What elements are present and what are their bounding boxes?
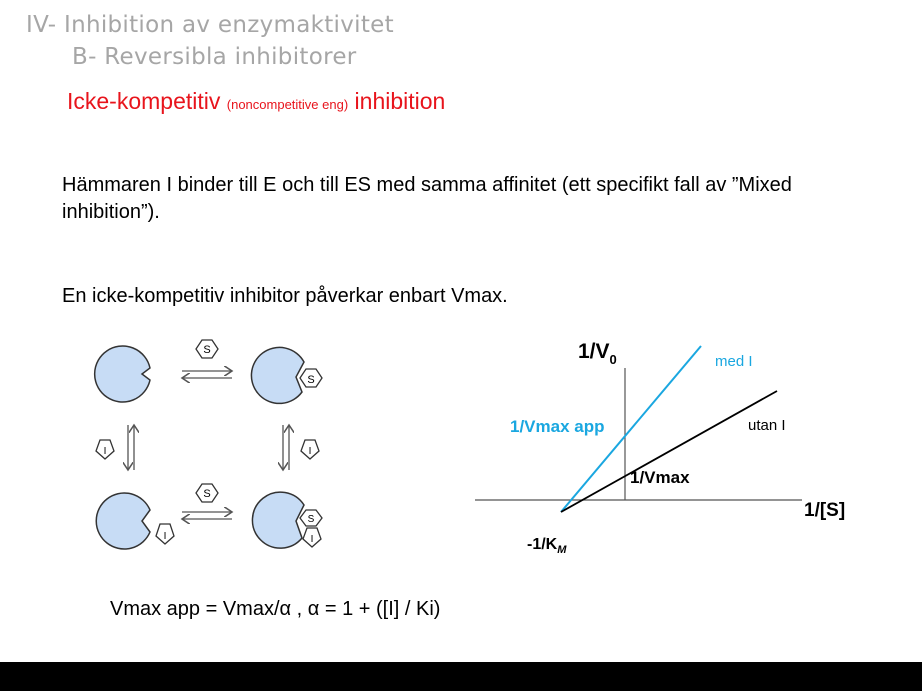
- slide-title: IV- Inhibition av enzymaktivitet: [26, 12, 394, 38]
- substrate-label-top-arrow: S: [203, 344, 210, 356]
- inhibitor-pentagon-esi: [302, 527, 322, 548]
- line-with-inhibitor: [560, 345, 702, 513]
- x-axis-label: 1/[S]: [804, 500, 845, 521]
- topic-heading-end: inhibition: [348, 88, 446, 114]
- substrate-hexagon-bottom-arrow: [195, 483, 219, 503]
- enzyme-inhibitor-complex: [95, 492, 151, 550]
- description-paragraph: Hämmaren I binder till E och till ES med…: [62, 174, 792, 223]
- enzyme-substrate-inhibitor-complex: [251, 491, 305, 549]
- vmax-label: 1/Vmax: [630, 468, 690, 487]
- without-inhibitor-label: utan I: [748, 417, 786, 434]
- inhibitor-pentagon-left: [95, 439, 115, 460]
- vmax-app-label: 1/Vmax app: [510, 417, 605, 436]
- substrate-label-bottom-arrow: S: [203, 488, 210, 500]
- inhibitor-label-right: I: [309, 446, 312, 457]
- inhibitor-label-left: I: [104, 446, 107, 457]
- with-inhibitor-label: med I: [715, 353, 753, 370]
- bottom-black-bar: [0, 662, 922, 691]
- slide-subtitle-section: B- Reversibla inhibitorer: [72, 44, 357, 70]
- y-axis-label: 1/V0: [578, 340, 617, 367]
- x-intercept-label: -1/KM: [527, 536, 567, 556]
- lineweaver-burk-plot: 1/V0 1/[S] -1/KM 1/Vmax 1/Vmax app med I…: [475, 340, 845, 556]
- enzyme-free: [93, 345, 151, 403]
- statement-paragraph: En icke-kompetitiv inhibitor påverkar en…: [62, 285, 508, 307]
- enzyme-substrate-complex: [250, 346, 305, 405]
- line-without-inhibitor: [560, 390, 778, 513]
- substrate-hexagon-es: [299, 368, 323, 388]
- substrate-hexagon-top-arrow: [195, 339, 219, 359]
- topic-heading-main: Icke-kompetitiv: [67, 88, 227, 114]
- substrate-label-es: S: [307, 374, 314, 386]
- vmax-app-formula: Vmax app = Vmax/α , α = 1 + ([I] / Ki): [110, 598, 441, 620]
- inhibitor-label-esi: I: [311, 534, 314, 545]
- inhibitor-label-ei: I: [164, 531, 167, 542]
- substrate-label-esi: S: [308, 514, 315, 525]
- topic-heading-note: (noncompetitive eng): [226, 97, 349, 112]
- diagram-canvas: S I S I S S I: [93, 339, 845, 556]
- inhibitor-pentagon-ei: [155, 523, 175, 545]
- substrate-hexagon-esi: [299, 509, 323, 527]
- inhibitor-pentagon-right: [300, 439, 320, 460]
- enzyme-reaction-scheme: S I S I S S I: [93, 339, 323, 550]
- topic-heading: Icke-kompetitiv (noncompetitive eng) inh…: [67, 88, 445, 115]
- slide: IV- Inhibition av enzymaktivitet B- Reve…: [26, 12, 846, 620]
